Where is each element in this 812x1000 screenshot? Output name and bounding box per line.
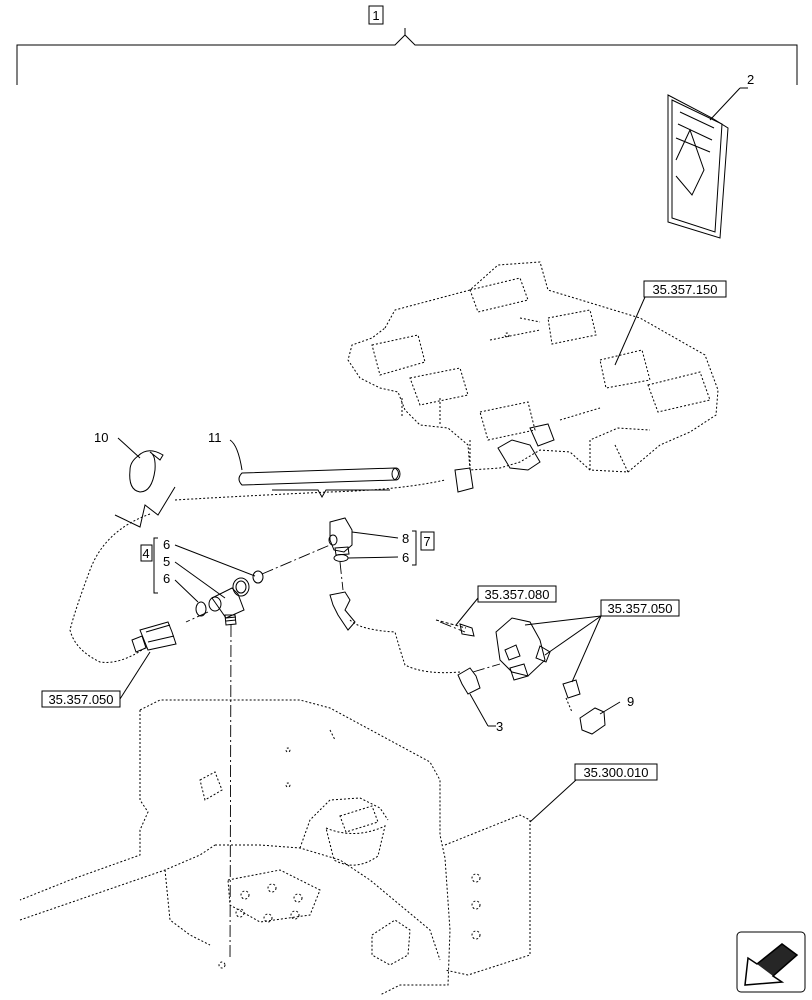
fitting-upper-ref[interactable]: 35.357.080 (435, 585, 557, 637)
ref-fittings-right-box[interactable] (600, 599, 680, 617)
ref-frame-box[interactable] (574, 763, 658, 781)
previous-page-arrow-icon[interactable] (736, 931, 806, 993)
item-8-label[interactable]: 8 (402, 531, 409, 546)
manual-booklet[interactable]: 2 (667, 72, 754, 239)
ref-valve-block-label[interactable]: 35.357.150 (652, 282, 717, 297)
item-4-label[interactable]: 4 (142, 546, 149, 561)
item-7-label[interactable]: 7 (423, 534, 430, 549)
item-4-box[interactable] (140, 544, 153, 562)
item-7-box[interactable] (420, 531, 435, 551)
item-9-label[interactable]: 9 (627, 694, 634, 709)
item-6b-label[interactable]: 6 (163, 571, 170, 586)
kit-bracket: 1 (16, 5, 798, 85)
valve-fitting-cluster[interactable] (495, 617, 581, 713)
item-6a-label[interactable]: 6 (163, 537, 170, 552)
centerline-a (185, 611, 209, 623)
cable-strap[interactable]: 10 (94, 430, 164, 493)
ref-fitting-left-label[interactable]: 35.357.050 (48, 692, 113, 707)
elbow-group-labels: 8 6 7 (347, 530, 435, 566)
o-ring-right[interactable] (252, 570, 264, 584)
item-10-label[interactable]: 10 (94, 430, 108, 445)
item-1-box[interactable] (368, 5, 384, 25)
item-3-label[interactable]: 3 (496, 719, 503, 734)
valve-block: 35.357.150 (347, 261, 727, 493)
item-6c-label[interactable]: 6 (402, 550, 409, 565)
hydraulic-hose[interactable]: 3 (329, 591, 503, 734)
protective-sleeve[interactable]: 11 (208, 430, 401, 499)
ref-fitting-upper-label[interactable]: 35.357.080 (484, 587, 549, 602)
hose-route-right (349, 619, 461, 674)
tractor-frame: 35.300.010 (19, 699, 658, 996)
item-5-label[interactable]: 5 (163, 554, 170, 569)
ref-frame-label[interactable]: 35.300.010 (583, 765, 648, 780)
ref-valve-block-box[interactable] (643, 280, 727, 298)
centerline-e (472, 663, 501, 673)
o-ring-left[interactable] (195, 601, 207, 617)
centerline-c (229, 624, 232, 961)
ref-fittings-right: 35.357.050 (524, 599, 680, 683)
cap-nut[interactable]: 9 (579, 694, 634, 735)
centerline-d (339, 561, 344, 591)
fitting-left[interactable]: 35.357.050 (41, 621, 177, 708)
item-11-label[interactable]: 11 (208, 430, 222, 445)
hose-break-symbol (114, 486, 176, 528)
ref-fittings-right-label[interactable]: 35.357.050 (607, 601, 672, 616)
tee-group[interactable]: 4 6 5 6 (140, 537, 256, 603)
elbow-fitting[interactable] (328, 517, 353, 556)
hose-route-left (69, 479, 446, 663)
tee-fitting[interactable] (208, 577, 250, 626)
ref-fitting-upper-box[interactable] (477, 585, 557, 603)
centerline-b (261, 544, 331, 575)
item-1-label[interactable]: 1 (372, 8, 379, 23)
item-2-label[interactable]: 2 (747, 72, 754, 87)
o-ring-elbow[interactable] (333, 554, 349, 562)
